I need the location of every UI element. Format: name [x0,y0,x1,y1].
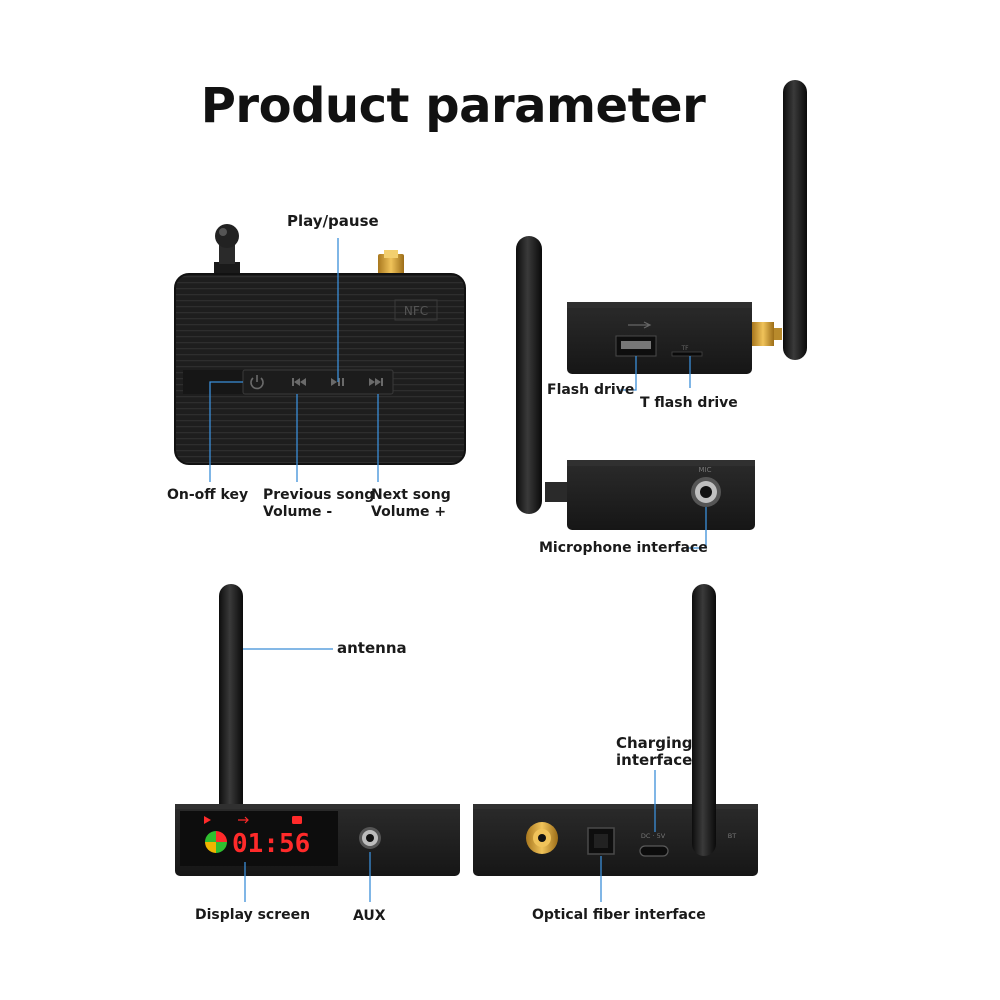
next-song-label: Next song Volume + [371,487,451,521]
t-flash-drive-label: T flash drive [640,395,738,411]
previous-track-icon[interactable] [292,378,306,386]
nfc-marking: NFC [404,304,428,318]
rca-connector-icon [378,250,404,278]
optical-port-icon[interactable] [587,827,615,855]
optical-fiber-interface-label: Optical fiber interface [532,907,706,923]
usb-c-port-icon[interactable] [639,845,669,857]
antenna-icon [219,584,243,816]
usb-side-device: TF [567,80,807,374]
interface-line: interface [616,751,693,769]
on-off-key-label: On-off key [167,487,249,503]
antenna-icon [692,584,716,856]
callout-lines [209,238,707,902]
play-pause-label: Play/pause [287,212,379,230]
source-indicator-icon [205,831,227,853]
display-front-device: 01:56 [175,584,460,876]
previous-song-label: Previous song Volume - [263,487,374,521]
power-icon[interactable] [250,375,264,390]
play-pause-icon[interactable] [331,378,344,386]
aux-label: AUX [353,908,386,924]
volume-plus-line: Volume + [371,504,447,520]
antenna-icon [783,80,807,360]
mic-jack-icon[interactable] [691,477,721,507]
next-song-line: Next song [371,487,451,503]
tf-slot-icon[interactable]: TF [671,345,703,357]
charging-interface-label: Charging interface [616,735,693,769]
microphone-interface-label: Microphone interface [539,540,708,556]
next-track-icon[interactable] [369,378,383,386]
rca-output-icon[interactable] [526,822,558,854]
display-time: 01:56 [232,829,310,859]
antenna-icon [516,236,542,514]
antenna-connector-icon [214,224,240,278]
page-title: Product parameter [200,78,706,134]
dc-marking: DC · 5V [641,832,666,840]
antenna-label: antenna [337,639,407,657]
display-screen-label: Display screen [195,907,311,923]
tf-marking: TF [680,345,689,352]
volume-minus-line: Volume - [263,504,333,520]
mic-marking: MIC [699,466,712,474]
charging-line: Charging [616,734,693,752]
rear-ports-device: DC · 5V BT [473,584,758,876]
bt-marking: BT [728,832,736,840]
flash-drive-label: Flash drive [547,382,635,398]
top-view-device: NFC [174,224,466,465]
usb-port-icon[interactable] [615,321,657,357]
previous-song-line: Previous song [263,487,375,503]
mic-side-device: MIC [516,236,755,530]
aux-jack-icon[interactable] [359,827,381,849]
